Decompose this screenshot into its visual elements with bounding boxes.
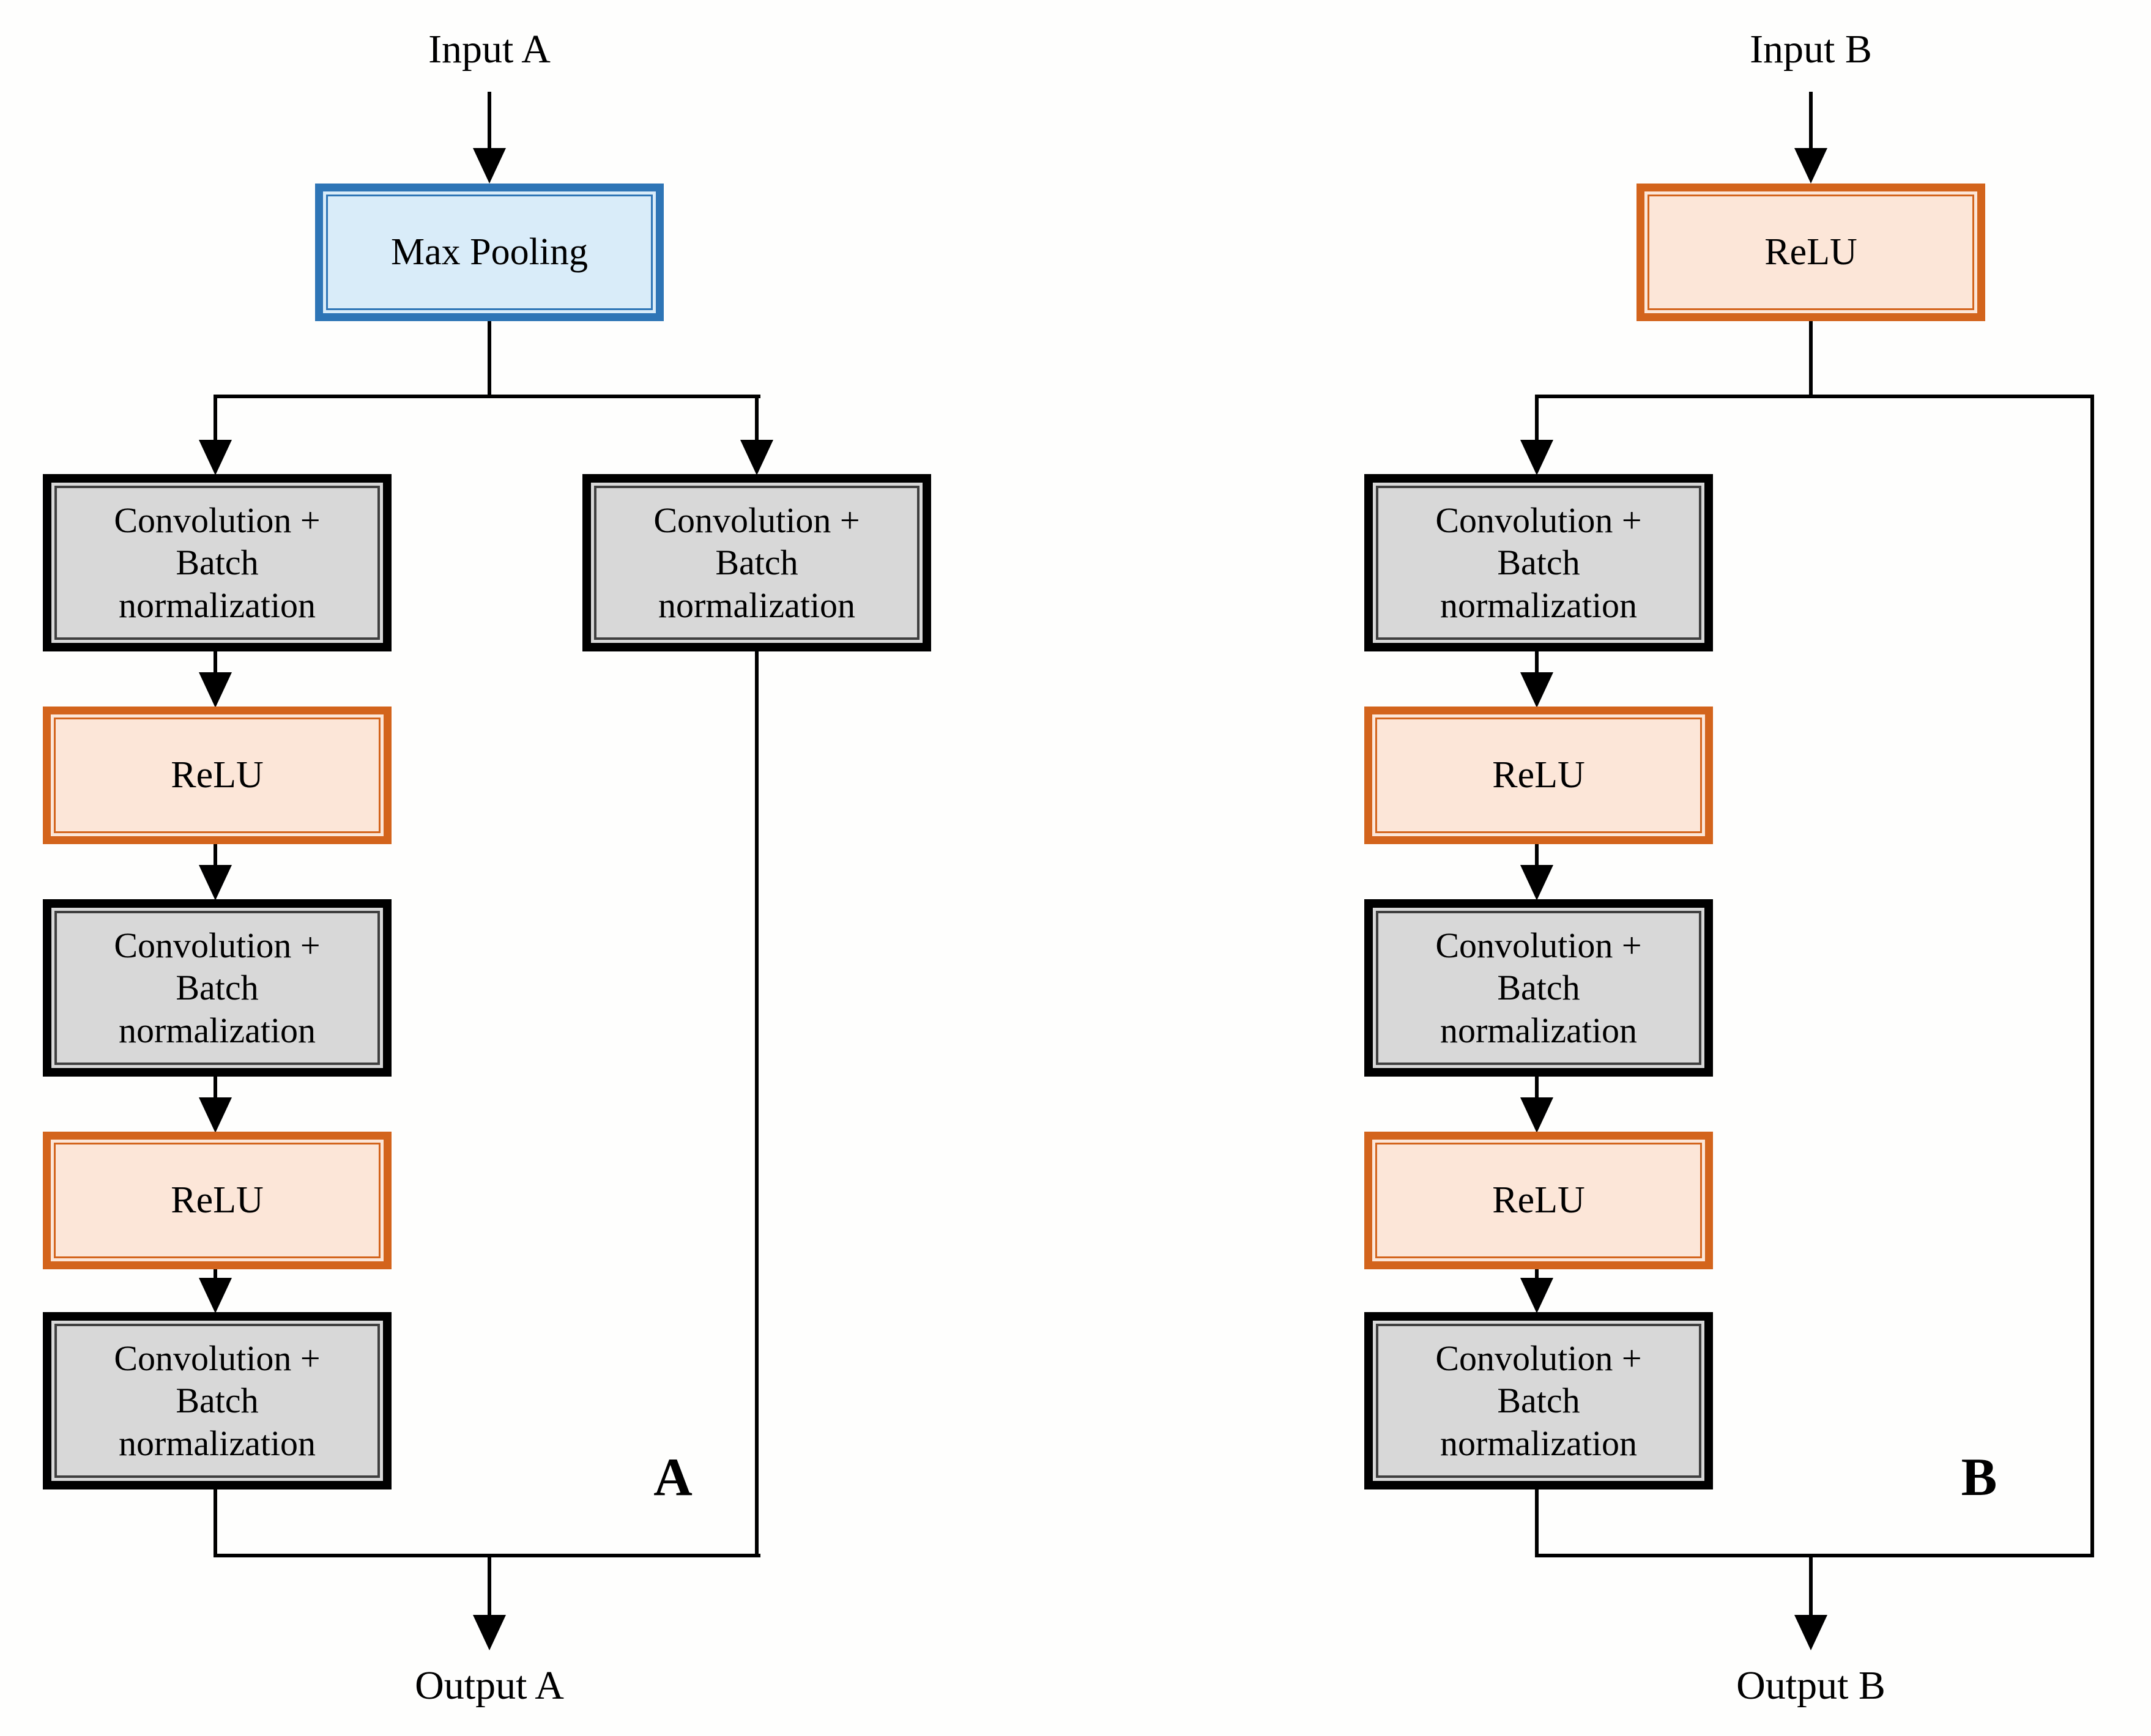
box-label: Convolution + Batch normalization [1376,911,1701,1065]
relu-box-a2: ReLU [43,1132,392,1269]
branch-line [215,395,760,398]
connector-line [1809,1557,1813,1616]
connector-line [488,1557,491,1616]
box-label: ReLU [54,1143,381,1258]
conv-bn-box-b3: Convolution + Batch normalization [1364,1312,1713,1489]
connector-line [214,1077,217,1101]
conv-bn-box-a2: Convolution + Batch normalization [43,899,392,1077]
arrowhead-icon [1794,1615,1827,1650]
connector-line [755,395,759,443]
arrowhead-icon [740,440,773,475]
arrowhead-icon [1520,865,1553,900]
relu-box-a1: ReLU [43,707,392,844]
output-a-label: Output A [415,1663,564,1708]
arrowhead-icon [199,440,232,475]
skip-line-b [2090,395,2094,1557]
box-label: Convolution + Batch normalization [1376,1324,1701,1478]
connector-line [1535,1077,1539,1101]
box-label: Convolution + Batch normalization [1376,486,1701,640]
connector-line [1535,1489,1539,1557]
input-b-label: Input B [1750,27,1872,72]
arrowhead-icon [1520,1097,1553,1133]
box-label: Max Pooling [326,195,653,310]
relu-box-b0: ReLU [1636,184,1985,321]
relu-box-b1: ReLU [1364,707,1713,844]
conv-bn-box-b2: Convolution + Batch normalization [1364,899,1713,1077]
conv-bn-box-a3: Convolution + Batch normalization [43,1312,392,1489]
connector-line [1809,321,1813,398]
skip-conv-bn-box-a: Convolution + Batch normalization [582,474,931,651]
arrowhead-icon [199,865,232,900]
arrowhead-icon [199,672,232,708]
merge-line-b [1537,1554,2094,1557]
arrowhead-icon [1520,440,1553,475]
connector-line [1535,844,1539,869]
box-label: ReLU [1375,1143,1702,1258]
arrowhead-icon [473,148,506,184]
connector-line [214,844,217,869]
arrowhead-icon [1794,148,1827,184]
arrowhead-icon [199,1278,232,1313]
arrowhead-icon [1520,672,1553,708]
conv-bn-box-b1: Convolution + Batch normalization [1364,474,1713,651]
input-a-label: Input A [428,27,551,72]
connector-line [1535,395,1539,443]
max-pooling-box: Max Pooling [315,184,664,321]
connector-line [1809,92,1813,150]
arrowhead-icon [473,1615,506,1650]
block-a-tag: A [653,1448,693,1507]
box-label: Convolution + Batch normalization [54,486,380,640]
connector-line [214,1269,217,1282]
connector-line [1535,651,1539,676]
branch-line [1537,395,2094,398]
connector-line [214,1489,217,1557]
box-label: Convolution + Batch normalization [54,911,380,1065]
conv-bn-box-a1: Convolution + Batch normalization [43,474,392,651]
connector-line [488,321,491,398]
box-label: ReLU [54,718,381,833]
connector-line [488,92,491,150]
merge-line-a [215,1554,760,1557]
arrowhead-icon [199,1097,232,1133]
skip-line-a [755,651,759,1557]
block-b-tag: B [1961,1448,1997,1507]
connector-line [214,395,217,443]
box-label: Convolution + Batch normalization [594,486,919,640]
box-label: ReLU [1648,195,1974,310]
arrowhead-icon [1520,1278,1553,1313]
box-label: ReLU [1375,718,1702,833]
box-label: Convolution + Batch normalization [54,1324,380,1478]
connector-line [1535,1269,1539,1282]
relu-box-b2: ReLU [1364,1132,1713,1269]
output-b-label: Output B [1736,1663,1885,1708]
connector-line [214,651,217,676]
